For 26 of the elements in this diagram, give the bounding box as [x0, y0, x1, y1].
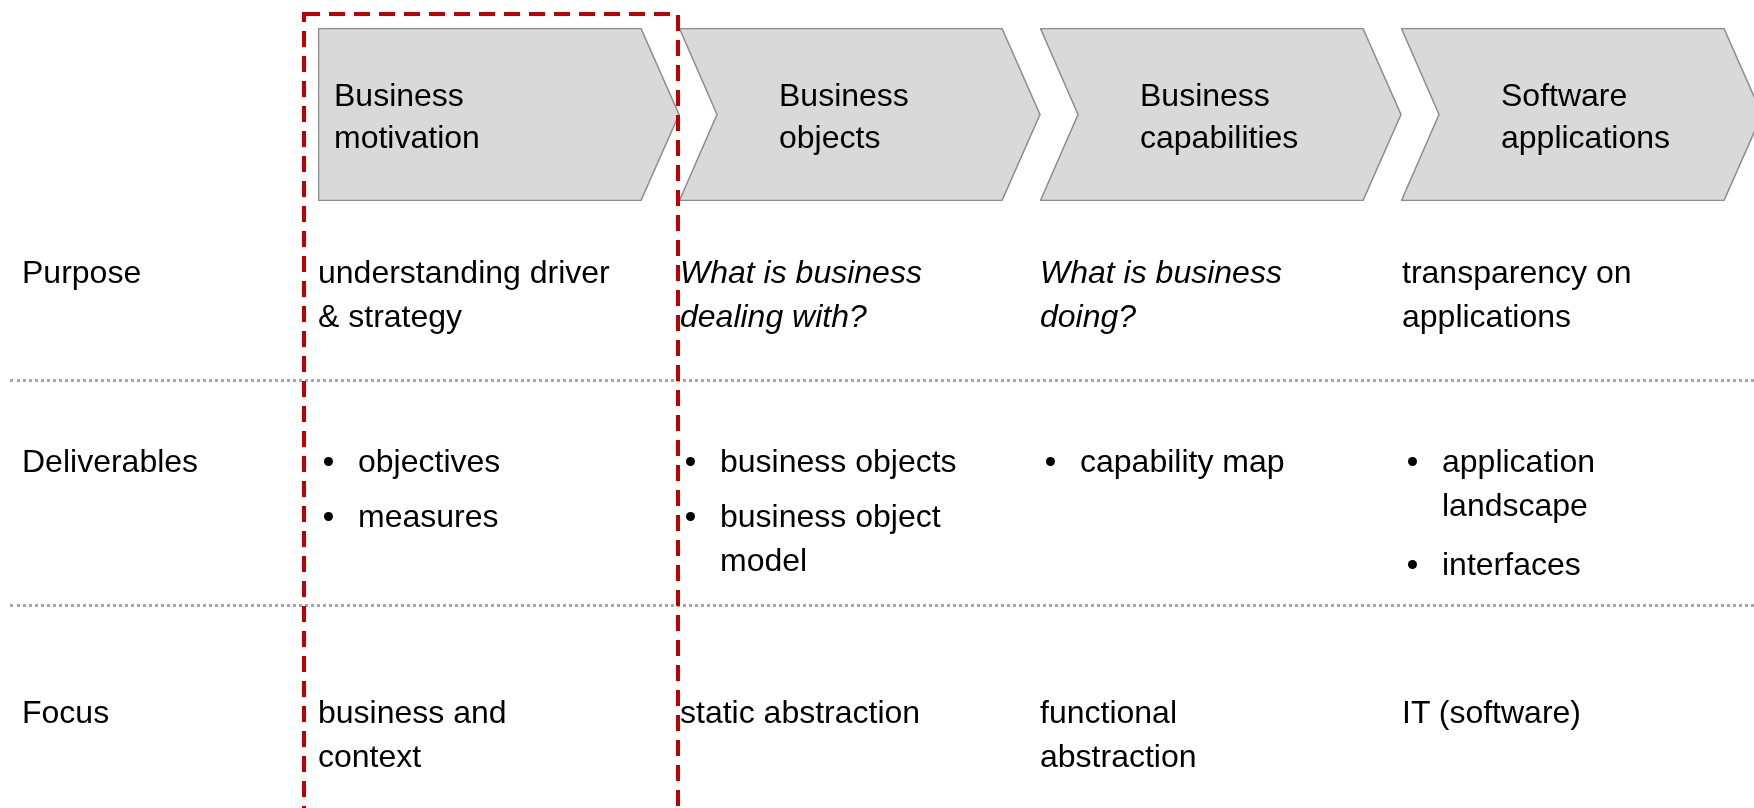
step-title: Business capabilities [1140, 76, 1300, 157]
cell-text: business and context [318, 693, 508, 776]
cell-text: What is business dealing with? [680, 253, 923, 336]
row-header: Focus [22, 693, 111, 732]
list-item: measures [358, 497, 500, 536]
list-item: interfaces [1442, 545, 1582, 584]
step-title: Software applications [1501, 76, 1671, 157]
list-item: business objects [720, 442, 958, 481]
cell-text: static abstraction [680, 693, 922, 732]
list-item: business object model [720, 497, 942, 580]
row-header: Purpose [22, 253, 143, 292]
step-title: Business motivation [334, 76, 481, 157]
cell-text: transparency on applications [1402, 253, 1633, 336]
chevron-step [679, 28, 1041, 201]
cell-text: understanding driver & strategy [318, 253, 611, 336]
row-header: Deliverables [22, 442, 200, 481]
cell-text: What is business doing? [1040, 253, 1283, 336]
chevron-step [1401, 28, 1754, 201]
list-item: application landscape [1442, 442, 1596, 525]
list-item: capability map [1080, 442, 1286, 481]
cell-text: functional abstraction [1040, 693, 1198, 776]
step-title: Business objects [779, 76, 910, 157]
list-item: objectives [358, 442, 502, 481]
chevron-step [1040, 28, 1402, 201]
cell-text: IT (software) [1402, 693, 1582, 732]
chevron-step [318, 28, 680, 201]
